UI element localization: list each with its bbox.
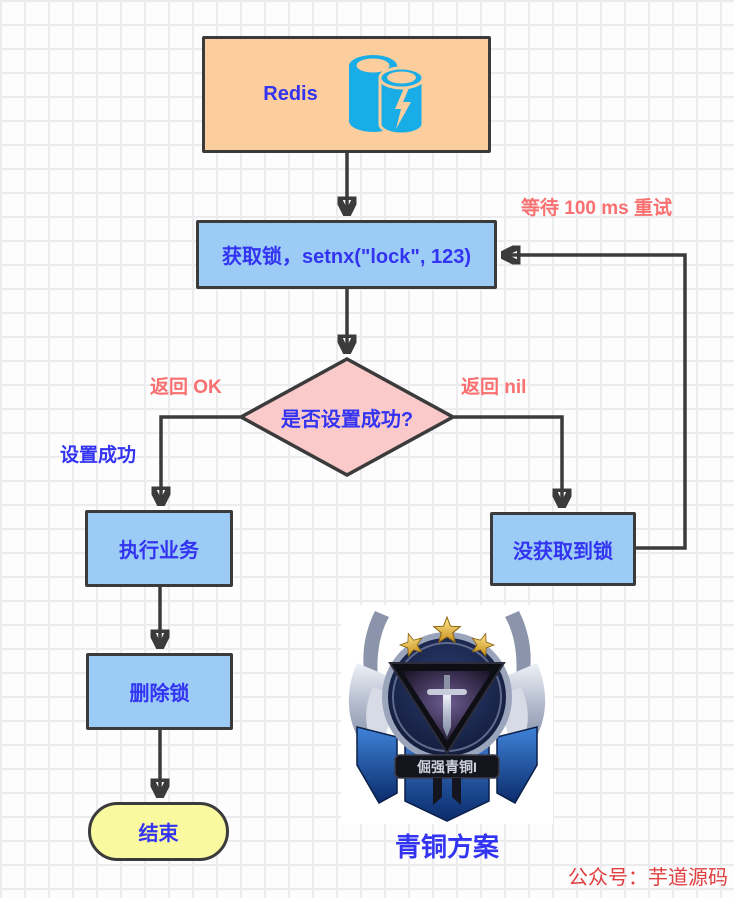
badge-prongs — [433, 778, 461, 805]
node-end-label: 结束 — [138, 823, 179, 845]
badge-rank-text: 倔强青铜I — [417, 759, 477, 775]
node-decision: 是否设置成功? — [238, 356, 456, 478]
badge-shield-right-fin — [496, 726, 538, 805]
bronze-badge-icon: 倔强青铜I — [348, 611, 546, 822]
node-delete-lock: 删除锁 — [86, 653, 233, 730]
node-acquire-lock-label: 获取锁，setnx("lock", 123) — [221, 246, 472, 268]
badge-shield-left-fin — [356, 726, 398, 805]
node-redis: Redis — [202, 36, 491, 153]
node-execute-business: 执行业务 — [85, 510, 233, 587]
edge-nolock-retry-loop — [503, 255, 687, 550]
decision-diamond-shape — [238, 357, 456, 477]
edge-label-retry-wait: 等待 100 ms 重试 — [521, 198, 672, 219]
node-end: 结束 — [88, 802, 229, 861]
node-lock-not-acquired: 没获取到锁 — [490, 512, 636, 586]
node-acquire-lock: 获取锁，setnx("lock", 123) — [196, 220, 497, 289]
node-redis-label: Redis — [263, 83, 318, 105]
edge-decision-to-nolock — [454, 415, 562, 506]
edge-label-set-success: 设置成功 — [60, 445, 137, 466]
redis-database-icon — [348, 54, 424, 135]
badge-banner — [394, 754, 500, 779]
node-lock-not-acquired-label: 没获取到锁 — [513, 540, 613, 563]
bronze-badge-panel: 倔强青铜I — [341, 605, 553, 824]
edge-decision-to-execute — [161, 415, 240, 504]
badge-stars — [398, 615, 496, 658]
node-delete-lock-label: 删除锁 — [129, 683, 190, 705]
footer-credit: 公众号：芋道源码 — [568, 867, 728, 889]
edge-label-return-nil: 返回 nil — [461, 377, 527, 398]
node-decision-label: 是否设置成功? — [280, 408, 414, 431]
edge-label-return-ok: 返回 OK — [150, 377, 222, 398]
badge-sword — [427, 675, 467, 737]
badge-caption: 青铜方案 — [394, 832, 499, 862]
node-execute-business-label: 执行业务 — [119, 540, 199, 562]
